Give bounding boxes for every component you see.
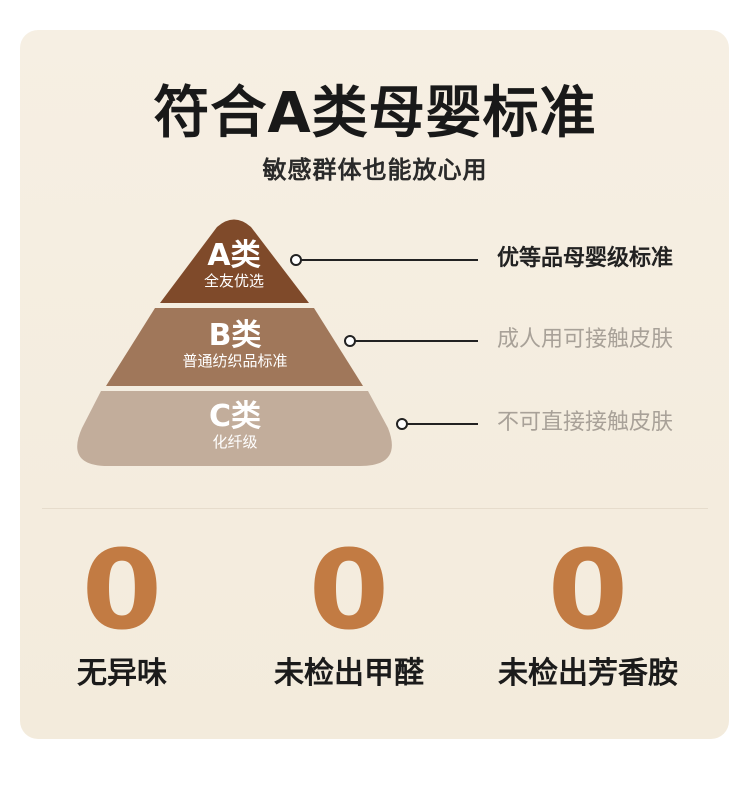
zero-badge: 0 xyxy=(308,526,390,654)
tier-a-label: 优等品母婴级标准 xyxy=(497,246,674,271)
tier-b-label: 成人用可接触皮肤 xyxy=(497,327,674,352)
page-subtitle: 敏感群体也能放心用 xyxy=(262,156,488,184)
tier-a-shape xyxy=(160,219,309,303)
tier-c-sub: 化纤级 xyxy=(212,433,258,451)
tier-b-shape xyxy=(106,308,363,386)
connector-a xyxy=(290,254,478,266)
feature-no-odor: 0 无异味 xyxy=(12,535,232,694)
tier-b-letter: B类 xyxy=(208,318,262,353)
connector-b xyxy=(344,335,478,347)
tier-c-label: 不可直接接触皮肤 xyxy=(497,410,674,435)
zero-badge: 0 xyxy=(81,526,163,654)
tier-b-sub: 普通纺织品标准 xyxy=(182,352,288,370)
tier-b-text: B类 普通纺织品标准 xyxy=(160,318,310,371)
connector-c xyxy=(396,418,478,430)
tier-a-letter: A类 xyxy=(207,238,261,273)
tier-c-text: C类 化纤级 xyxy=(160,399,310,452)
page-title: 符合A类母婴标准 xyxy=(153,81,597,146)
feature-no-aromatic-amine: 0 未检出芳香胺 xyxy=(478,535,698,694)
tier-c-letter: C类 xyxy=(208,399,262,434)
tier-c-shape xyxy=(77,391,392,466)
tier-a-sub: 全友优选 xyxy=(203,272,264,290)
tier-a-text: A类 全友优选 xyxy=(184,238,284,291)
feature-label: 无异味 xyxy=(77,656,167,691)
zero-badge: 0 xyxy=(547,526,629,654)
feature-no-formaldehyde: 0 未检出甲醛 xyxy=(239,535,459,694)
section-divider xyxy=(42,508,708,509)
feature-label: 未检出芳香胺 xyxy=(498,656,678,691)
feature-label: 未检出甲醛 xyxy=(274,656,424,691)
